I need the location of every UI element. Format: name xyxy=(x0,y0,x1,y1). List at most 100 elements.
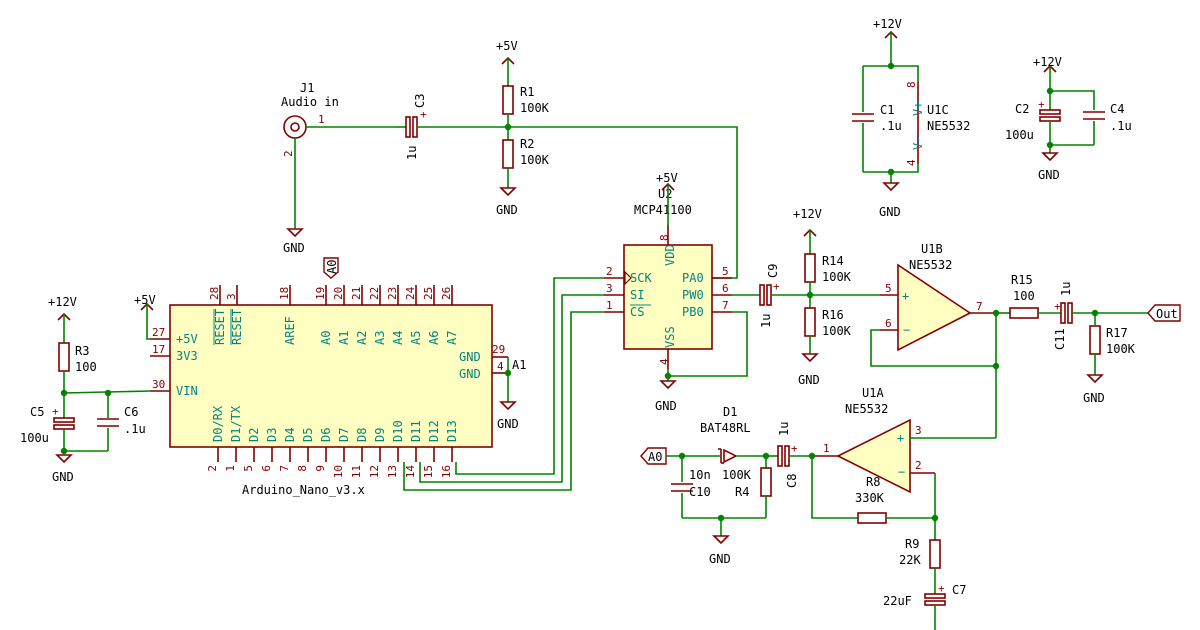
c2-ref: C2 xyxy=(1015,102,1029,116)
c8-value: 1u xyxy=(777,422,791,436)
a1-top-pin-name: A4 xyxy=(391,331,405,345)
a1-top-pin-number: 20 xyxy=(332,287,345,300)
svg-text:GND: GND xyxy=(709,552,731,566)
u1a-value: NE5532 xyxy=(845,402,888,416)
svg-text:1: 1 xyxy=(823,442,830,455)
u1c-ref: U1C xyxy=(927,103,949,117)
a1-bottom-pin-number: 6 xyxy=(260,465,273,472)
r16-ref: R16 xyxy=(822,308,844,322)
svg-text:5: 5 xyxy=(885,282,892,295)
u1b-value: NE5532 xyxy=(909,258,952,272)
a1-top-pin-number: 19 xyxy=(314,287,327,300)
net-label-a0-top: A0 xyxy=(323,257,339,279)
svg-text:3V3: 3V3 xyxy=(176,349,198,363)
svg-text:PW0: PW0 xyxy=(682,288,704,302)
a1-bottom-pin-name: D0/RX xyxy=(211,405,225,442)
c7-value: 22uF xyxy=(883,594,912,608)
a1-bottom-pin-name: D6 xyxy=(319,428,333,442)
c4-value: .1u xyxy=(1110,119,1132,133)
r15-value: 100 xyxy=(1013,289,1035,303)
ground-symbol: GND xyxy=(1038,152,1060,182)
a1-bottom-pin-name: D11 xyxy=(409,420,423,442)
ground-symbol: GND xyxy=(283,225,305,255)
svg-text:VDD: VDD xyxy=(663,244,677,266)
c3-value: 1u xyxy=(405,146,419,160)
svg-text:1: 1 xyxy=(606,299,613,312)
r16-value: 100K xyxy=(822,324,852,338)
svg-text:+5V: +5V xyxy=(656,171,678,185)
a1-ref: A1 xyxy=(512,358,526,372)
c3-ref: C3 xyxy=(413,94,427,108)
svg-text:+5V: +5V xyxy=(176,332,198,346)
svg-text:8: 8 xyxy=(658,234,671,241)
svg-text:17: 17 xyxy=(152,343,165,356)
c1-ref: C1 xyxy=(880,103,894,117)
d1-ref: D1 xyxy=(723,405,737,419)
svg-text:6: 6 xyxy=(722,282,729,295)
r15-ref: R15 xyxy=(1011,273,1033,287)
a1-bottom-pin-name: D9 xyxy=(373,428,387,442)
svg-text:GND: GND xyxy=(52,470,74,484)
divider-r1-r2: +5V R1 100K R2 100K GND xyxy=(496,39,738,279)
rectifier-d1-c10-r4: A0 D1 BAT48RL 10n C10 100K R4 GND xyxy=(640,405,772,566)
vin-filter-r3-c5-c6: +12V R3 100 + C5 100u C6 .1u GND xyxy=(20,295,151,484)
j1-pin1: 1 xyxy=(318,113,325,126)
a1-bottom-pin-number: 7 xyxy=(278,465,291,472)
a1-top-pin-number: 28 xyxy=(208,287,221,300)
a1-bottom-pin-name: D7 xyxy=(337,428,351,442)
svg-text:GND: GND xyxy=(496,203,518,217)
a1-bottom-pin-number: 2 xyxy=(206,465,219,472)
svg-text:GND: GND xyxy=(459,367,481,381)
ground-symbol: GND xyxy=(1083,374,1105,405)
r14-value: 100K xyxy=(822,270,852,284)
a1-top-pin-number: 23 xyxy=(386,287,399,300)
svg-text:7: 7 xyxy=(722,299,729,312)
a1-bottom-pin-name: D8 xyxy=(355,428,369,442)
net-label-a0-left: A0 xyxy=(640,447,667,465)
a1-value: Arduino_Nano_v3.x xyxy=(242,483,365,497)
a1-bottom-pin-name: D3 xyxy=(265,428,279,442)
r3-ref: R3 xyxy=(75,344,89,358)
supply-12v-symbol: +12V xyxy=(1033,55,1062,91)
a1-bottom-pin-name: D2 xyxy=(247,428,261,442)
ground-symbol: GND xyxy=(798,353,820,387)
a1-top-pin-number: 26 xyxy=(440,287,453,300)
svg-text:+12V: +12V xyxy=(793,207,822,221)
supply-12v-symbol: +12V xyxy=(793,207,822,254)
c11-ref: C11 xyxy=(1053,328,1067,350)
a1-top-pin-number: 3 xyxy=(225,293,238,300)
c2-value: 100u xyxy=(1005,128,1034,142)
svg-text:+: + xyxy=(1054,300,1061,313)
a1-bottom-pin-number: 10 xyxy=(332,465,345,478)
svg-text:6: 6 xyxy=(885,317,892,330)
svg-text:PA0: PA0 xyxy=(682,271,704,285)
c6-value: .1u xyxy=(124,422,146,436)
svg-text:+: + xyxy=(938,582,945,595)
a1-bottom-pin-name: D1/TX xyxy=(229,405,243,442)
a1-top-pin-name: A6 xyxy=(427,331,441,345)
a1-top-pin-number: 25 xyxy=(422,287,435,300)
svg-text:+12V: +12V xyxy=(873,17,902,31)
a1-top-pin-name: A3 xyxy=(373,331,387,345)
a1-top-pin-name: A1 xyxy=(337,331,351,345)
a1-bottom-pin-name: D12 xyxy=(427,420,441,442)
ground-symbol: GND xyxy=(52,451,74,484)
svg-text:+: + xyxy=(1038,98,1045,111)
c5-ref: C5 xyxy=(30,405,44,419)
net-label-out: Out xyxy=(1147,304,1181,322)
supply-12v-symbol: +12V xyxy=(873,17,902,66)
a1-top-pin-number: 18 xyxy=(278,287,291,300)
svg-text:+: + xyxy=(773,280,780,293)
c4-ref: C4 xyxy=(1110,102,1124,116)
svg-text:GND: GND xyxy=(497,417,519,431)
a1-bottom-pin-number: 9 xyxy=(314,465,327,472)
svg-text:GND: GND xyxy=(798,373,820,387)
opamp-u1a: + − 3 2 1 U1A NE5532 R8 330K R9 22K + C7… xyxy=(808,386,996,630)
svg-text:+12V: +12V xyxy=(48,295,77,309)
svg-text:GND: GND xyxy=(1083,391,1105,405)
svg-text:A0: A0 xyxy=(648,450,662,464)
output-stage: R15 100 + 1u C11 R17 100K GND Out xyxy=(996,273,1181,405)
svg-text:CS: CS xyxy=(630,305,644,319)
svg-text:GND: GND xyxy=(879,205,901,219)
